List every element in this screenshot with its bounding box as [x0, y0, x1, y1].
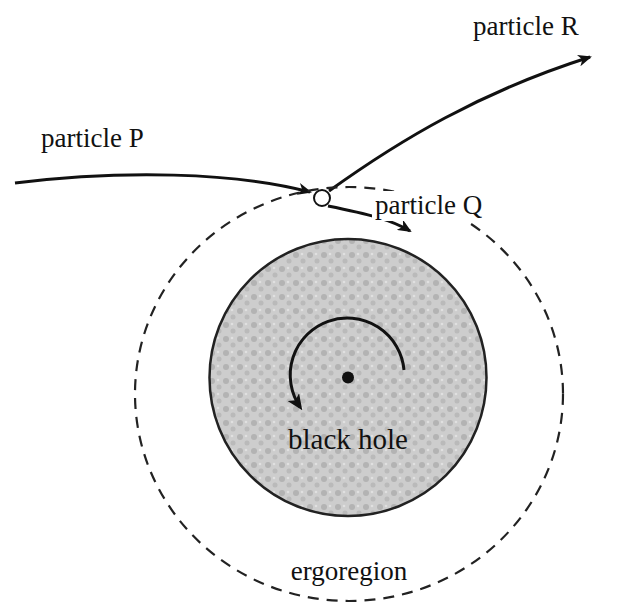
path-r	[329, 57, 590, 191]
particle-name: particle P	[38, 124, 147, 154]
rotation-arrow	[290, 318, 404, 407]
black-hole: black hole	[208, 237, 488, 518]
ergoregion-boundary	[135, 187, 563, 601]
particle-name: particle R	[470, 12, 582, 42]
region-name: ergoregion	[291, 557, 407, 587]
ergoregion: ergoregion black hole	[133, 185, 565, 603]
collision-point	[314, 190, 330, 206]
path-p	[15, 175, 310, 192]
singularity-dot	[342, 372, 354, 384]
black-hole-disc	[208, 237, 488, 518]
particle-name: particle Q	[372, 191, 485, 221]
black-hole-name: black hole	[288, 424, 408, 456]
event-horizon	[210, 239, 487, 516]
